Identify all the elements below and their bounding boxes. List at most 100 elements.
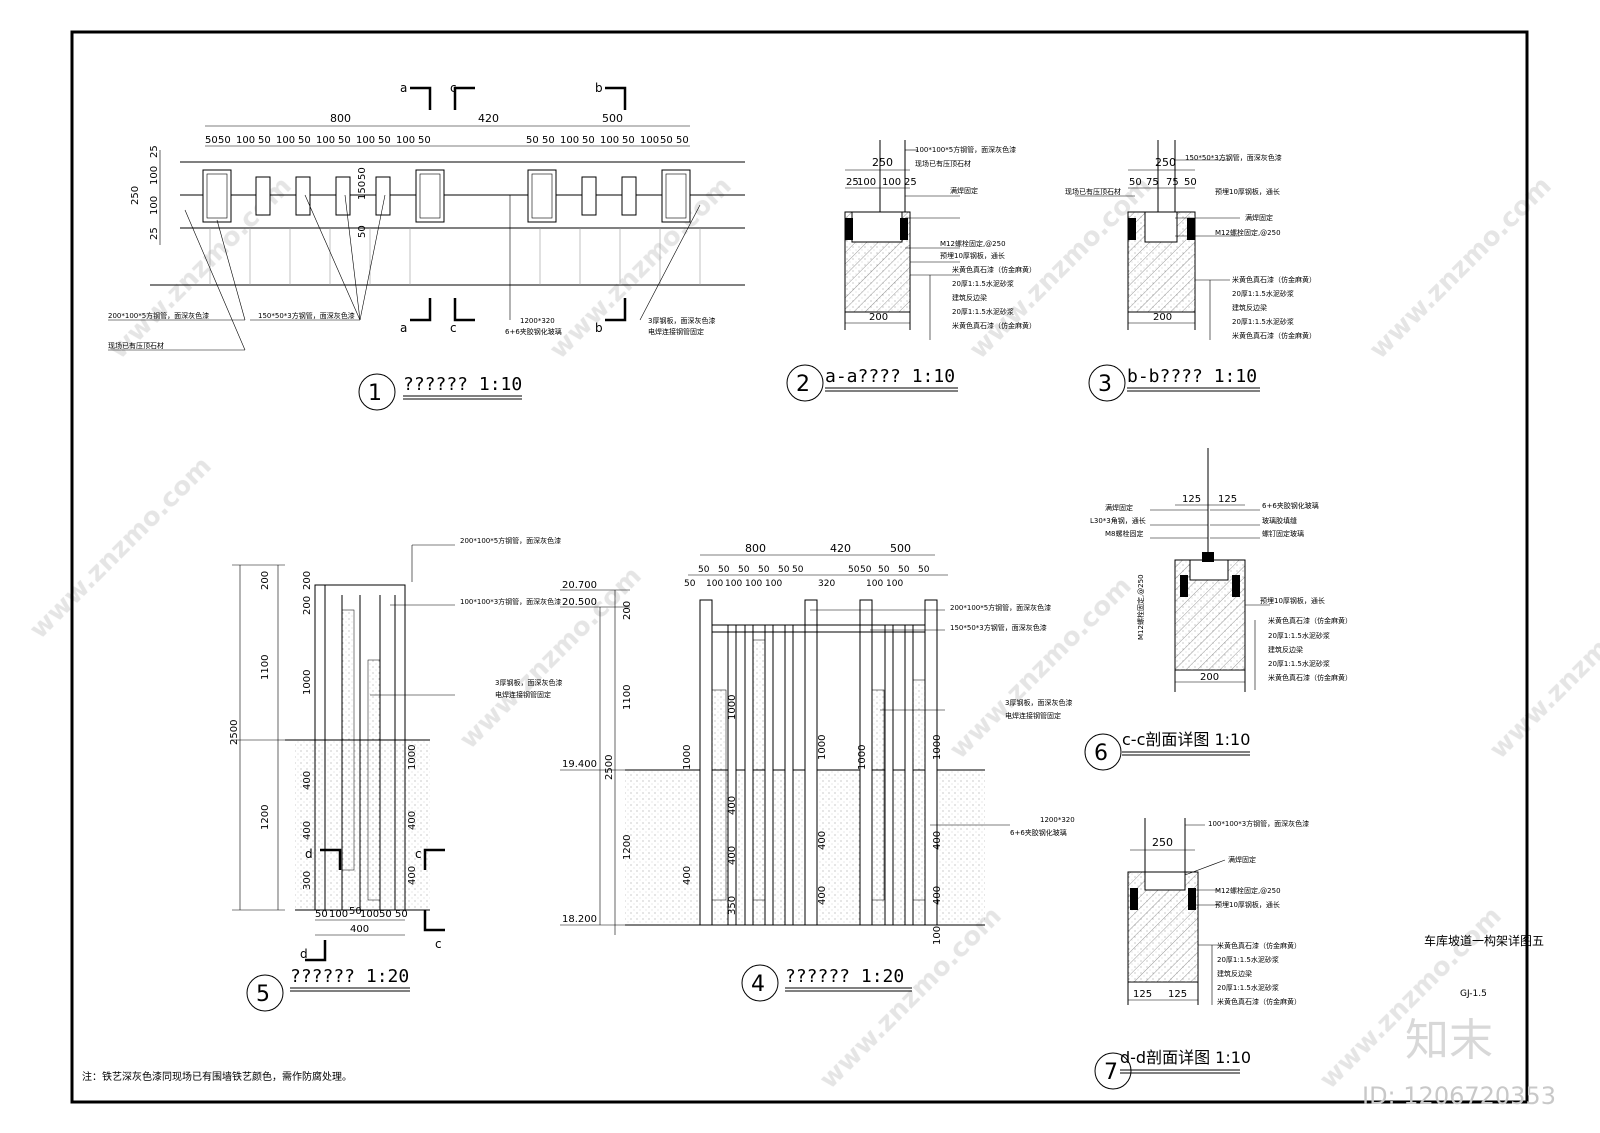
- plan-posts: [202, 169, 691, 223]
- detail-7-section-dd: 250 125 125 100*100*3方钢管，面深灰色漆 满焊固定 M12螺…: [1094, 818, 1309, 1090]
- callout: 3厚钢板，面深灰色漆: [495, 678, 562, 687]
- dim-label: 50: [542, 135, 555, 146]
- detail-number: 7: [1104, 1060, 1118, 1085]
- dim-label: 50: [395, 909, 408, 920]
- dim-label: 100: [396, 135, 415, 146]
- dim-label: 75: [1166, 177, 1179, 188]
- dim-label: 400: [727, 846, 738, 865]
- watermark: www.znzmo.com: [814, 901, 1008, 1095]
- dim-label: 250: [872, 156, 893, 169]
- detail-title: a-a???? 1:10: [825, 366, 955, 387]
- callout: 预埋10厚钢板，通长: [1260, 596, 1325, 605]
- callout: 1200*320: [1040, 816, 1075, 824]
- callout: 米黄色真石漆（仿金麻黄）: [952, 321, 1036, 330]
- dim-label: 100: [236, 135, 255, 146]
- dim-label: 50: [676, 135, 689, 146]
- detail-4-front-elevation: 800 420 500 50 50 100 50 100 50 100 50 1…: [560, 542, 1075, 1002]
- dim-label: 50: [718, 565, 730, 575]
- dim-label: 50: [315, 909, 328, 920]
- dim-label: 100: [329, 909, 348, 920]
- dim-label: 400: [817, 831, 828, 850]
- detail-title: b-b???? 1:10: [1127, 366, 1257, 387]
- cut-label: d: [300, 947, 308, 961]
- dim-label: 100: [640, 135, 659, 146]
- callout: 20厚1:1.5水泥砂浆: [952, 307, 1014, 316]
- callout: 100*100*3方钢管，面深灰色漆: [460, 597, 561, 606]
- dim-label: 200: [260, 571, 271, 590]
- detail-3-section-bb: 250 50 75 75 50 200 150*50*3方钢管，面深灰色漆 现场…: [1065, 140, 1316, 402]
- dim-label: 50: [526, 135, 539, 146]
- cut-label: b: [595, 81, 603, 95]
- dim-label: 50: [792, 565, 804, 575]
- detail-number: 2: [796, 372, 810, 397]
- callout: 150*50*3方钢管，面深灰色漆: [258, 311, 355, 320]
- callout: 满焊固定: [950, 186, 978, 195]
- callout: 6+6夹胶钢化玻璃: [505, 327, 562, 336]
- callout: 3厚钢板，面深灰色漆: [1005, 698, 1072, 707]
- dim-label: 50: [778, 565, 790, 575]
- callout: 满焊固定: [1105, 503, 1133, 512]
- dim-label: 1000: [682, 745, 693, 770]
- detail-number: 4: [751, 972, 765, 997]
- dim-label: 25: [846, 177, 859, 188]
- dim-label: 50: [898, 565, 910, 575]
- callout: 电焊连接钢管固定: [495, 690, 551, 699]
- dim-label: 50: [660, 135, 673, 146]
- callout: 20厚1:1.5水泥砂浆: [1232, 317, 1294, 326]
- dim-label: 200: [302, 571, 313, 590]
- detail-6-section-cc: 125 125 200 满焊固定 L30*3角钢，通长 M8螺栓固定 6+6夹胶…: [1084, 448, 1352, 771]
- dim-label: 100: [149, 166, 160, 185]
- callout: 20厚1:1.5水泥砂浆: [1217, 983, 1279, 992]
- callout: 100*100*5方钢管，面深灰色漆: [915, 145, 1016, 154]
- dim-label: 50: [1184, 177, 1197, 188]
- dim-label: 200: [1153, 312, 1172, 323]
- dim-label: 100: [866, 579, 883, 589]
- callout: 米黄色真石漆（仿金麻黄）: [1217, 941, 1301, 950]
- dim-label: 50: [878, 565, 890, 575]
- dim-label: 100: [932, 926, 943, 945]
- callout: 米黄色真石漆（仿金麻黄）: [1232, 331, 1316, 340]
- dim-label: 100: [745, 579, 762, 589]
- dim-label: 150: [357, 181, 368, 200]
- dim-label: 200: [302, 596, 313, 615]
- dim-label: 400: [682, 866, 693, 885]
- dim-label: 50: [684, 579, 696, 589]
- dim-label: 50: [622, 135, 635, 146]
- callout: M12螺栓固定,@250: [1215, 228, 1281, 237]
- callout: 现场已有压顶石材: [108, 341, 164, 350]
- cut-label: d: [305, 847, 313, 861]
- sheet-border: [70, 30, 1529, 1104]
- dim-label: 200: [622, 601, 633, 620]
- callout: 建筑反边梁: [1217, 969, 1252, 978]
- dim-label: 50: [298, 135, 311, 146]
- dim-label: 50: [258, 135, 271, 146]
- dim-label: 200: [1200, 672, 1219, 683]
- dim-label: 500: [602, 112, 623, 125]
- callout: 建筑反边梁: [1268, 645, 1303, 654]
- callout: 米黄色真石漆（仿金麻黄）: [1217, 997, 1301, 1006]
- dim-label: 100: [360, 909, 379, 920]
- detail-2-section-aa: 250 25 100 100 25 200 100*100*5方钢管，面深灰色漆…: [786, 140, 1036, 402]
- callout: 满焊固定: [1245, 213, 1273, 222]
- detail-title: ?????? 1:10: [403, 374, 522, 395]
- watermark: www.znzmo.com: [1364, 171, 1558, 365]
- callout: 3厚钢板，面深灰色漆: [648, 316, 715, 325]
- detail-title: ?????? 1:20: [785, 966, 904, 987]
- callout: 预埋10厚钢板，通长: [1215, 900, 1280, 909]
- callout: 螺钉固定玻璃: [1262, 529, 1304, 538]
- callout: 建筑反边梁: [1232, 303, 1267, 312]
- dim-label: 50: [357, 167, 368, 180]
- callout: M12螺栓固定,@250: [940, 239, 1006, 248]
- dim-label: 50: [582, 135, 595, 146]
- brand-id: ID: 1206720353: [1362, 1082, 1556, 1110]
- detail-number: 5: [256, 982, 270, 1007]
- sheet-code: GJ-1.5: [1460, 989, 1487, 999]
- dim-label: 125: [1133, 989, 1152, 1000]
- watermark: www.znzmo.com: [24, 451, 218, 645]
- callout: 米黄色真石漆（仿金麻黄）: [952, 265, 1036, 274]
- dim-label: 1000: [302, 670, 313, 695]
- detail-1-plan: 800 420 500 50 50 100 50 100 50 100 50 1…: [108, 81, 745, 411]
- callout: 150*50*3方钢管，面深灰色漆: [950, 623, 1047, 632]
- dim-label: 100: [765, 579, 782, 589]
